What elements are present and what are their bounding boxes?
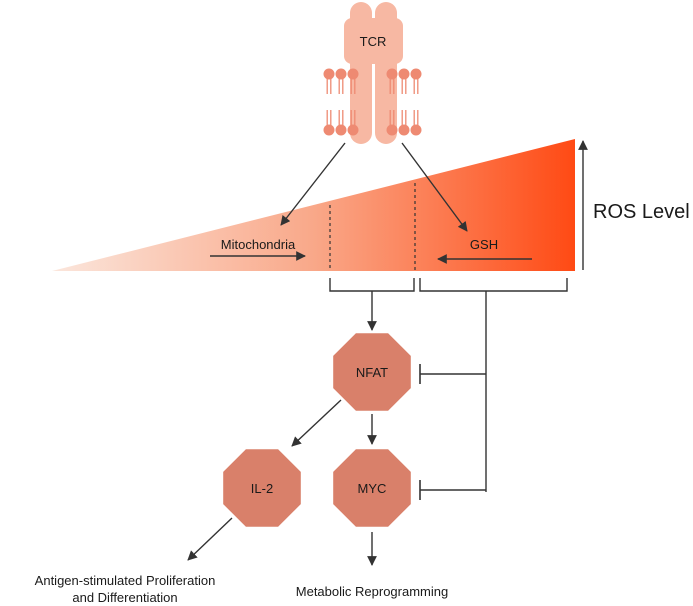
tcr-head <box>344 18 403 64</box>
lipid-head <box>398 68 410 80</box>
il2-label: IL-2 <box>251 481 273 496</box>
arrow-il2-to-outcome <box>187 517 233 561</box>
node-myc: MYC <box>333 449 411 527</box>
tcr-receptor: TCR <box>344 2 403 144</box>
mitochondria-label: Mitochondria <box>221 237 296 252</box>
lipid-head <box>335 68 347 80</box>
cell-membrane <box>323 68 422 136</box>
il2-outcome-line2: and Differentiation <box>72 590 177 605</box>
arrow-nfat-to-il2 <box>291 399 342 447</box>
bracket-high <box>419 278 568 292</box>
lipid-head <box>410 68 422 80</box>
gsh-label: GSH <box>470 237 498 252</box>
lipid-head <box>335 124 347 136</box>
il2-outcome-line1: Antigen-stimulated Proliferation <box>35 573 216 588</box>
ros-level-label: ROS Level <box>593 201 690 223</box>
myc-shape <box>333 449 411 527</box>
node-il2: IL-2 <box>223 449 301 527</box>
lipid-head <box>347 124 359 136</box>
lipid-head <box>410 124 422 136</box>
lipid-head <box>323 124 335 136</box>
lipid-head <box>323 68 335 80</box>
myc-outcome: Metabolic Reprogramming <box>296 584 448 599</box>
ros-gradient-wedge <box>52 139 575 271</box>
nfat-label: NFAT <box>356 365 388 380</box>
myc-label: MYC <box>358 481 387 496</box>
node-nfat: NFAT <box>333 333 411 411</box>
lipid-head <box>398 124 410 136</box>
arrow-tcr-to-gsh <box>401 142 468 232</box>
lipid-head <box>386 68 398 80</box>
lipid-head <box>347 68 359 80</box>
bracket-mid <box>329 278 415 292</box>
il2-shape <box>223 449 301 527</box>
tcr-label: TCR <box>360 34 387 49</box>
nfat-shape <box>333 333 411 411</box>
arrow-tcr-to-mitochondria <box>280 142 346 226</box>
lipid-head <box>386 124 398 136</box>
